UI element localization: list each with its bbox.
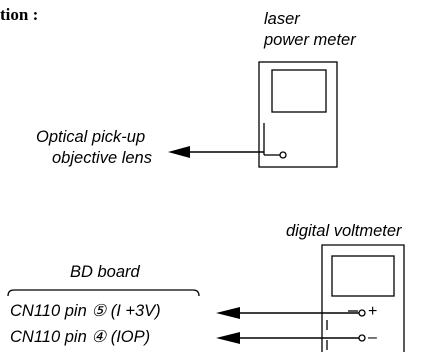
power-meter-label-line2: power meter [264, 31, 356, 49]
power-meter-label-line1: laser [264, 10, 300, 28]
pin4-arrow [216, 332, 359, 344]
voltmeter-label: digital voltmeter [286, 222, 402, 240]
minus-sign: – [368, 329, 377, 346]
pin5-label: CN110 pin ⑤ (I +3V) [10, 302, 161, 320]
plus-sign: + [368, 303, 378, 320]
bd-board-label: BD board [70, 263, 140, 281]
pickup-label-line2: objective lens [52, 149, 152, 167]
pin5-arrow [216, 307, 359, 319]
pin4-label: CN110 pin ④ (IOP) [10, 328, 151, 346]
digital-voltmeter [321, 244, 405, 352]
laser-power-meter [258, 61, 338, 168]
section-heading: tion : [0, 5, 39, 24]
pickup-label-line1: Optical pick-up [36, 128, 146, 146]
bd-board-brace [7, 289, 200, 297]
pickup-arrow [168, 146, 264, 158]
